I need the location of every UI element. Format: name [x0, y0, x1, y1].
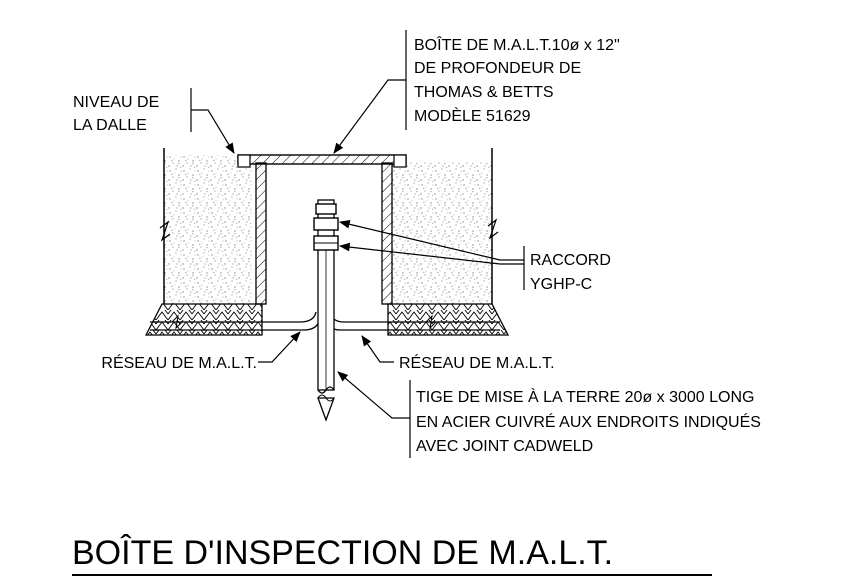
compacted-fill-right — [387, 303, 510, 336]
yghp-c-fitting — [313, 203, 339, 251]
slab-level-label-line-1: NIVEAU DE — [73, 94, 159, 111]
drawing-title: BOÎTE D'INSPECTION DE M.A.L.T. — [72, 534, 712, 576]
title-text: BOÎTE D'INSPECTION DE M.A.L.T. — [72, 534, 613, 572]
rod-label-line-2: EN ACIER CUIVRÉ AUX ENDROITS INDIQUÉS — [416, 412, 761, 431]
inspection-box-lid — [237, 154, 407, 168]
fitting-label-line-1: RACCORD — [530, 252, 611, 269]
box-label-line-4: MODÈLE 51629 — [414, 106, 531, 125]
ground-rod — [317, 199, 335, 422]
network-label-right: RÉSEAU DE M.A.L.T. — [399, 353, 555, 372]
annotation-labels: BOÎTE DE M.A.L.T.10ø x 12" DE PROFONDEUR… — [73, 35, 761, 455]
leader-lines — [190, 30, 525, 458]
concrete-slab-right — [392, 148, 499, 304]
rod-label-line-3: AVEC JOINT CADWELD — [416, 438, 593, 455]
box-label-line-1: BOÎTE DE M.A.L.T.10ø x 12" — [414, 35, 620, 54]
box-label-line-2: DE PROFONDEUR DE — [414, 60, 581, 77]
slab-level-label-line-2: LA DALLE — [73, 117, 147, 134]
box-label-line-3: THOMAS & BETTS — [414, 84, 554, 101]
network-label-left: RÉSEAU DE M.A.L.T. — [101, 353, 257, 372]
fitting-label-line-2: YGHP-C — [530, 276, 592, 293]
rod-label-line-1: TIGE DE MISE À LA TERRE 20ø x 3000 LONG — [416, 387, 755, 406]
concrete-slab-left — [159, 148, 252, 304]
